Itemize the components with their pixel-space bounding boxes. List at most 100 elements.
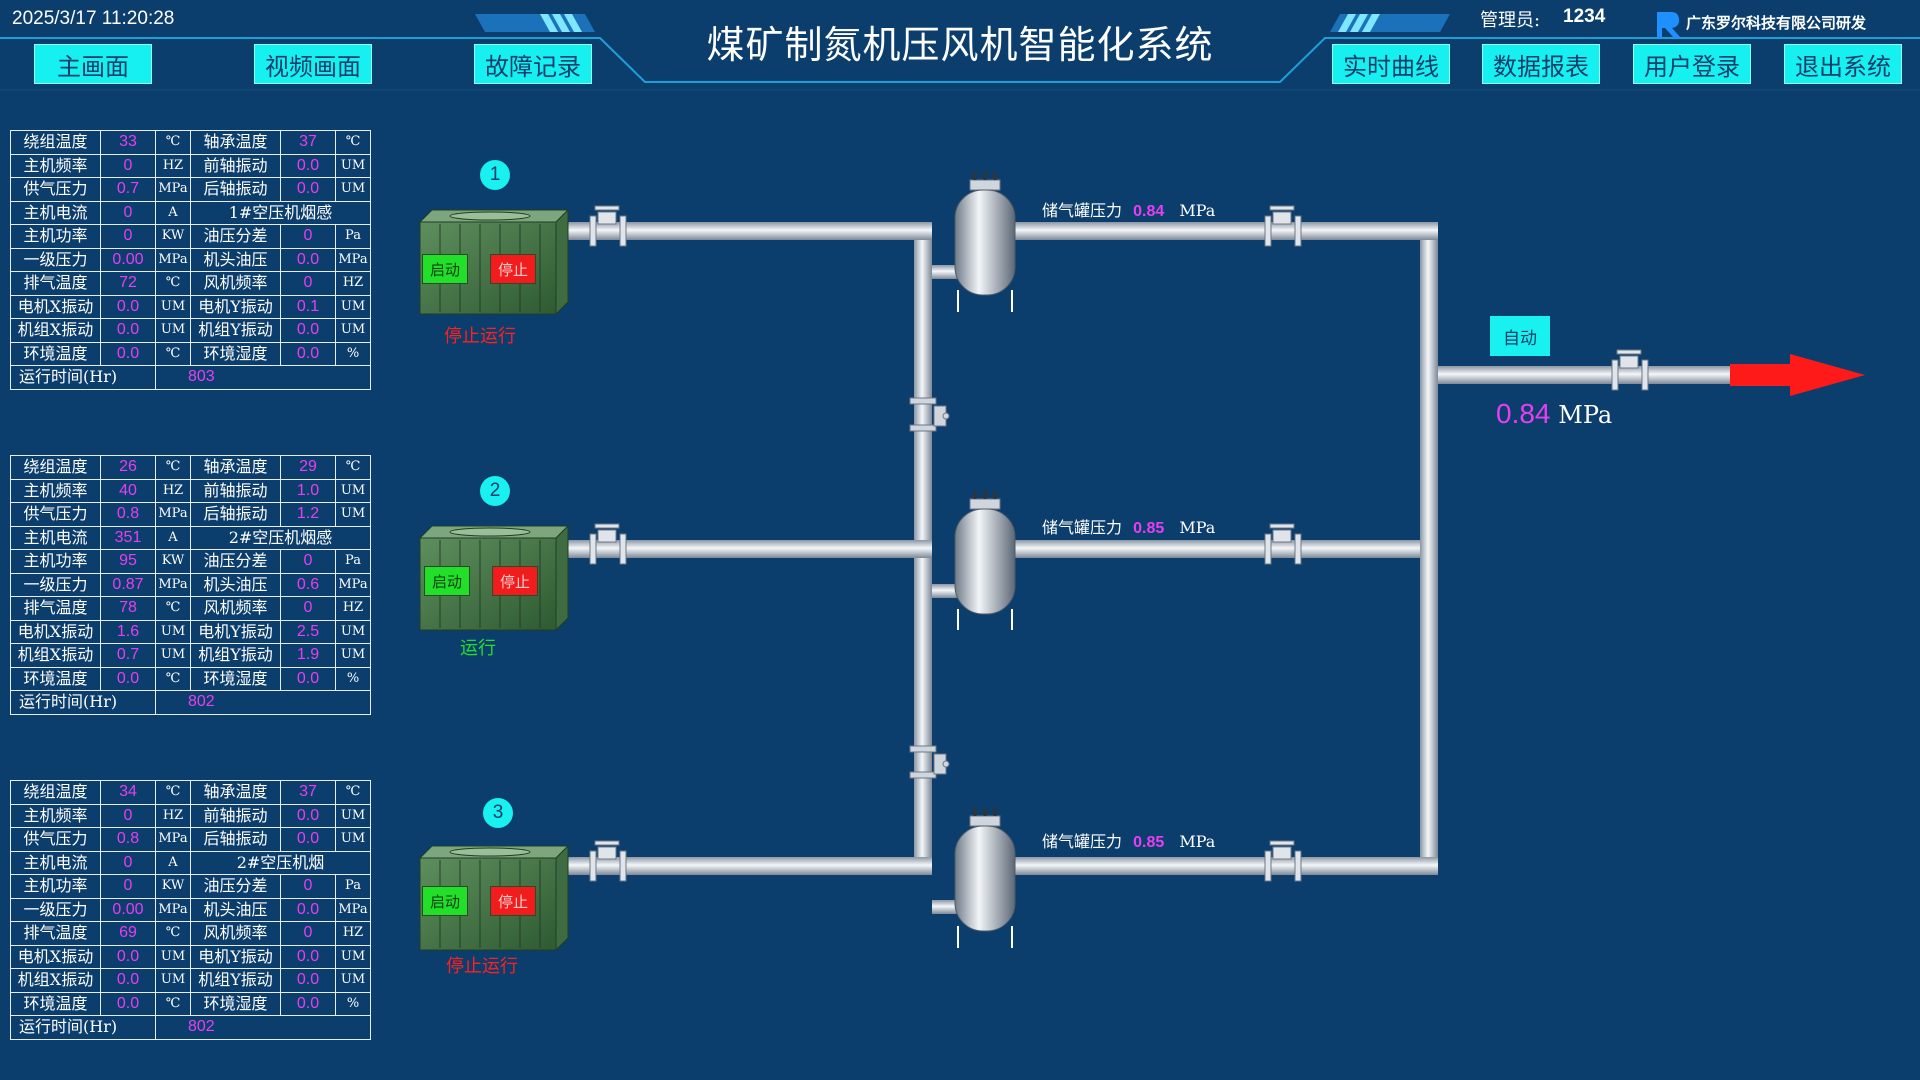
param-value: 0.8	[100, 827, 156, 852]
param-label: 前轴振动	[190, 478, 281, 503]
tank-3-pressure-unit: MPa	[1179, 832, 1216, 851]
param-value: 0	[280, 271, 336, 296]
param-unit: ℃	[155, 341, 191, 366]
param-unit: HZ	[155, 803, 191, 828]
param-value: 33	[100, 130, 156, 155]
param-label: 机组X振动	[10, 968, 101, 993]
param-unit: KW	[155, 224, 191, 249]
param-value: 0	[100, 874, 156, 899]
compressor-1-number-badge: 1	[480, 160, 510, 190]
param-label: 排气温度	[10, 596, 101, 621]
param-label: 环境温度	[10, 666, 101, 691]
param-label: 后轴振动	[190, 827, 281, 852]
param-label: 油压分差	[190, 224, 281, 249]
compressor-2-start-button[interactable]: 启动	[424, 566, 470, 596]
nav-video-screen-button[interactable]: 视频画面	[254, 44, 372, 84]
param-value: 1.0	[280, 478, 336, 503]
param-unit: MPa	[335, 897, 371, 922]
param-value: 0.0	[100, 991, 156, 1016]
param-label: 主机电流	[10, 850, 101, 875]
param-unit: UM	[155, 294, 191, 319]
param-label: 风机频率	[190, 271, 281, 296]
param-unit: Pa	[335, 224, 371, 249]
nav-exit-system-button[interactable]: 退出系统	[1784, 44, 1902, 84]
param-unit: UM	[335, 318, 371, 343]
tank-2-pressure-value: 0.85	[1133, 520, 1165, 537]
param-value: 0.0	[280, 341, 336, 366]
admin-value: 1234	[1563, 6, 1606, 27]
param-value: 0.0	[100, 341, 156, 366]
param-label: 后轴振动	[190, 502, 281, 527]
tank-2-pressure-unit: MPa	[1179, 518, 1216, 537]
param-unit: ℃	[335, 455, 371, 480]
param-unit: UM	[155, 944, 191, 969]
param-unit: HZ	[335, 596, 371, 621]
param-unit: HZ	[155, 153, 191, 178]
param-label: 绕组温度	[10, 130, 101, 155]
param-label: 机组Y振动	[190, 643, 281, 668]
tank-1-pressure-label: 储气罐压力 0.84 MPa	[1042, 197, 1215, 221]
param-unit: MPa	[335, 572, 371, 597]
param-value: 0.0	[280, 247, 336, 272]
param-label: 电机Y振动	[190, 944, 281, 969]
compressor-2-stop-button[interactable]: 停止	[492, 566, 538, 596]
param-label: 主机频率	[10, 153, 101, 178]
param-value: 0.0	[280, 827, 336, 852]
param-unit: ℃	[155, 130, 191, 155]
param-value: 26	[100, 455, 156, 480]
param-label: 主机功率	[10, 549, 101, 574]
runtime-value: 803	[155, 365, 371, 390]
param-value: 37	[280, 780, 336, 805]
nav-main-screen-button[interactable]: 主画面	[34, 44, 152, 84]
compressor-3-stop-button[interactable]: 停止	[490, 886, 536, 916]
param-label: 电机X振动	[10, 944, 101, 969]
nav-fault-log-button[interactable]: 故障记录	[474, 44, 592, 84]
param-unit: UM	[155, 619, 191, 644]
compressor-3-start-button[interactable]: 启动	[422, 886, 468, 916]
company-name: 广东罗尔科技有限公司研发	[1686, 15, 1867, 32]
nav-data-report-button[interactable]: 数据报表	[1482, 44, 1600, 84]
compressor-1-stop-button[interactable]: 停止	[490, 254, 536, 284]
param-unit: A	[155, 525, 191, 550]
param-unit: Pa	[335, 549, 371, 574]
param-value: 0.0	[100, 318, 156, 343]
param-unit: UM	[335, 294, 371, 319]
tank-1-pressure-caption: 储气罐压力	[1042, 201, 1123, 220]
runtime-row: 运行时间(Hr)803	[10, 365, 371, 390]
tank-1-pressure-value: 0.84	[1133, 203, 1165, 220]
param-value: 0.0	[280, 991, 336, 1016]
param-unit: UM	[335, 643, 371, 668]
param-unit: UM	[155, 968, 191, 993]
output-pressure-value: 0.84	[1496, 398, 1551, 429]
param-value: 0.87	[100, 572, 156, 597]
nav-realtime-curve-button[interactable]: 实时曲线	[1332, 44, 1450, 84]
param-value: 0.0	[280, 944, 336, 969]
compressor-1-start-button[interactable]: 启动	[422, 254, 468, 284]
auto-mode-button[interactable]: 自动	[1490, 316, 1550, 356]
runtime-value: 802	[155, 690, 371, 715]
param-label: 环境温度	[10, 991, 101, 1016]
param-unit: ℃	[155, 455, 191, 480]
param-unit: UM	[335, 803, 371, 828]
nav-user-login-button[interactable]: 用户登录	[1633, 44, 1751, 84]
param-unit: UM	[335, 153, 371, 178]
param-unit: MPa	[335, 247, 371, 272]
param-label: 电机X振动	[10, 294, 101, 319]
header-stripes-right	[1330, 14, 1450, 32]
param-value: 0.0	[280, 897, 336, 922]
param-value: 0	[100, 200, 156, 225]
tank-1	[954, 172, 1016, 312]
